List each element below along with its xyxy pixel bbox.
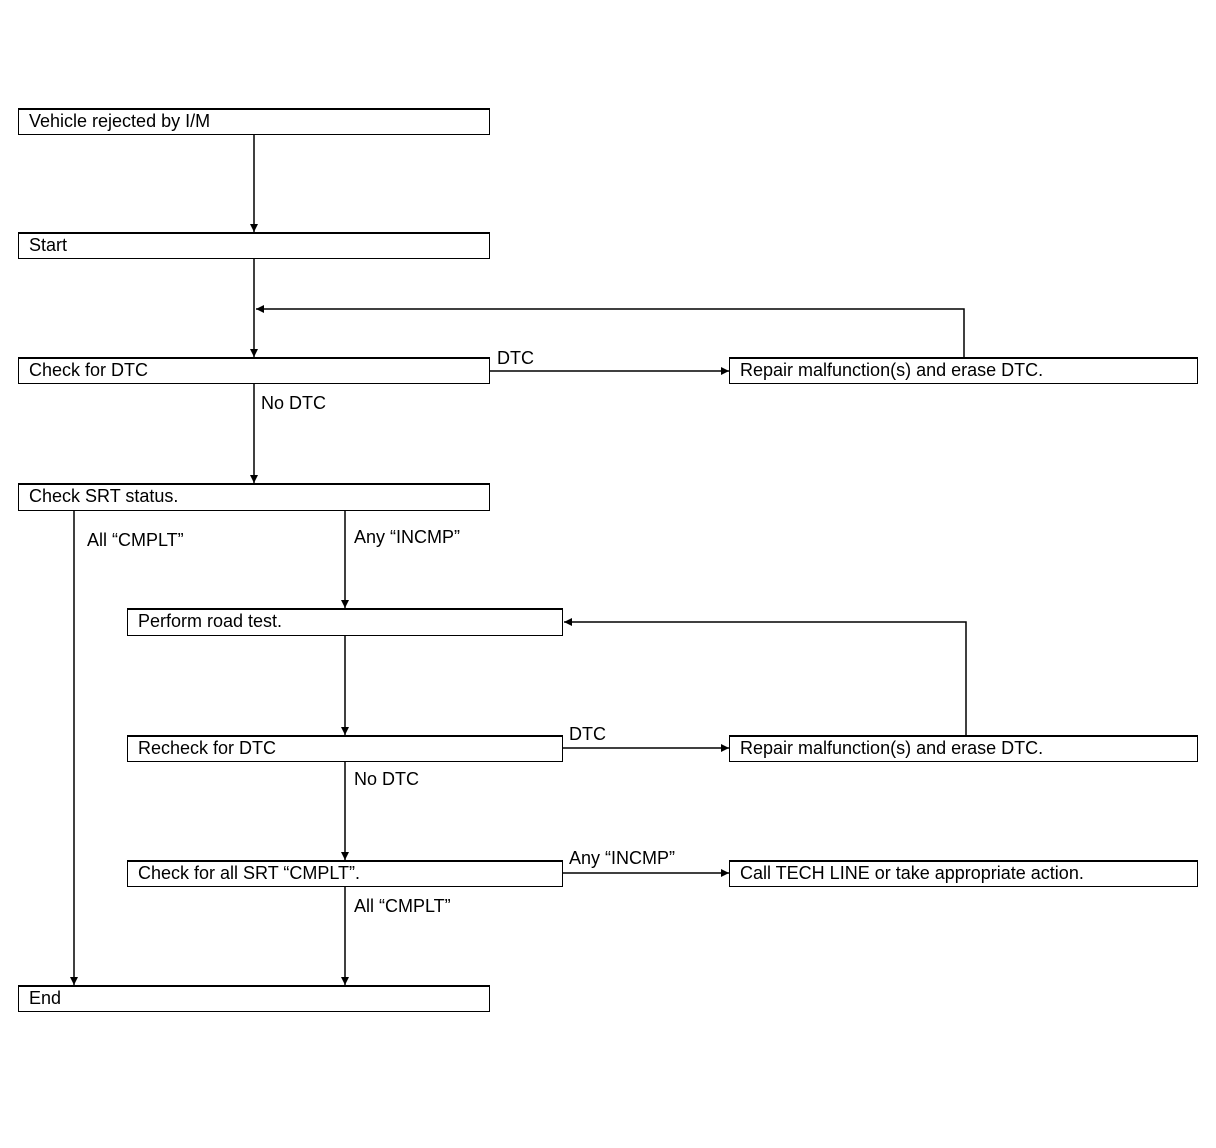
edge-label-all-cmplt-2: All “CMPLT” xyxy=(354,896,451,916)
node-check-all-srt: Check for all SRT “CMPLT”. xyxy=(127,860,563,887)
edge-label-no-dtc-2: No DTC xyxy=(354,769,420,789)
arrow-repair-loop-to-road-test xyxy=(564,618,967,735)
node-call-tech-line: Call TECH LINE or take appropriate actio… xyxy=(729,860,1198,887)
node-end: End xyxy=(18,985,490,1012)
node-repair-malfunction-1: Repair malfunction(s) and erase DTC. xyxy=(729,357,1198,384)
edge-label-any-incmp-1: Any “INCMP” xyxy=(354,527,461,547)
edge-label-no-dtc-1: No DTC xyxy=(261,393,327,413)
edge-label-any-incmp-2: Any “INCMP” xyxy=(569,848,676,868)
node-perform-road-test: Perform road test. xyxy=(127,608,563,636)
node-start: Start xyxy=(18,232,490,259)
node-repair-malfunction-2: Repair malfunction(s) and erase DTC. xyxy=(729,735,1198,762)
node-vehicle-rejected: Vehicle rejected by I/M xyxy=(18,108,490,135)
edge-label-dtc-1: DTC xyxy=(497,348,534,368)
edge-label-dtc-2: DTC xyxy=(569,724,606,744)
arrow-repair-loop-back xyxy=(256,305,965,357)
node-check-dtc: Check for DTC xyxy=(18,357,490,384)
edge-label-all-cmplt-1: All “CMPLT” xyxy=(87,530,184,550)
node-recheck-dtc: Recheck for DTC xyxy=(127,735,563,762)
node-check-srt-status: Check SRT status. xyxy=(18,483,490,511)
